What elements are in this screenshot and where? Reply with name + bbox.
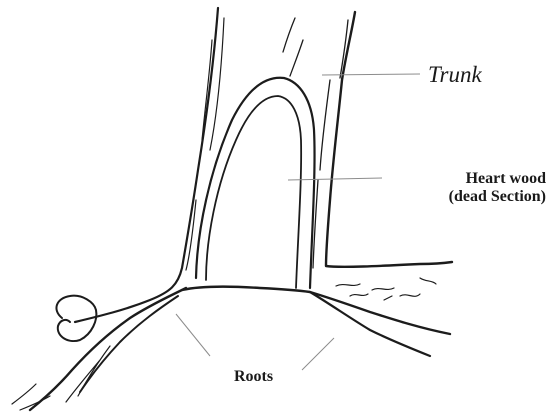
ground-line	[182, 287, 450, 334]
heartwood-label-line1: Heart wood	[384, 170, 546, 188]
roots-leader-right	[302, 338, 334, 370]
trunk-label: Trunk	[428, 62, 482, 88]
heartwood-label-line2: (dead Section)	[384, 188, 546, 206]
roots-leader-left	[176, 314, 210, 356]
ground-texture	[336, 278, 436, 300]
left-root-strands	[12, 346, 110, 410]
left-root-lower	[80, 296, 178, 392]
heartwood-inner	[206, 96, 301, 288]
heartwood-label: Heart wood (dead Section)	[384, 170, 546, 207]
trunk-left-bark	[186, 18, 224, 270]
roots-label: Roots	[234, 368, 273, 386]
heartwood-leader	[288, 178, 382, 180]
trunk-leader	[322, 74, 420, 75]
trunk-right-bark	[283, 18, 348, 268]
